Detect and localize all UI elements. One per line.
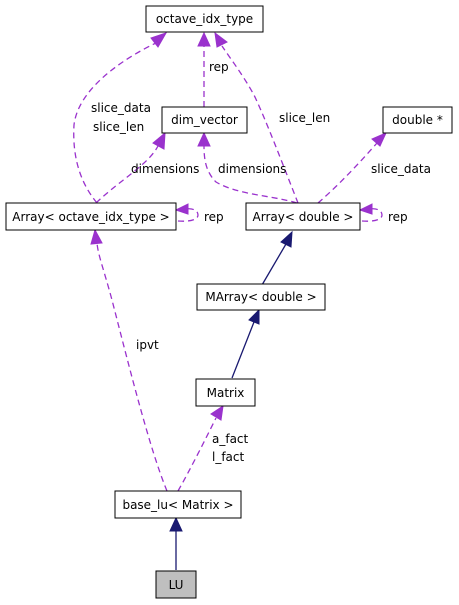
- edge-rep-self-idx: [177, 208, 199, 222]
- arrowhead: [169, 516, 183, 532]
- edge-ipvt: [96, 242, 168, 492]
- arrowhead: [358, 203, 373, 215]
- node-array-octave-idx-type[interactable]: Array< octave_idx_type >: [5, 202, 177, 231]
- arrowhead: [210, 404, 224, 421]
- arrowhead: [90, 228, 103, 245]
- arrowhead: [197, 131, 211, 147]
- node-label: dim_vector: [171, 113, 238, 127]
- node-label: LU: [169, 578, 184, 592]
- node-marray-double[interactable]: MArray< double >: [196, 283, 326, 311]
- node-label: Array< double >: [253, 210, 354, 224]
- node-array-double[interactable]: Array< double >: [245, 202, 361, 231]
- edge-inherit-matrix-marray: [231, 321, 255, 379]
- node-base-lu-matrix[interactable]: base_lu< Matrix >: [114, 490, 242, 519]
- edge-label-l-fact: l_fact: [212, 450, 245, 464]
- node-octave-idx-type[interactable]: octave_idx_type: [145, 5, 264, 33]
- edge-dimensions-double: [203, 145, 298, 204]
- edge-label-dimensions: dimensions: [131, 162, 199, 176]
- node-dim-vector[interactable]: dim_vector: [161, 106, 248, 134]
- edge-label-dimensions: dimensions: [218, 162, 286, 176]
- arrowhead: [280, 230, 293, 248]
- arrowhead: [152, 131, 166, 150]
- edge-rep-self-double: [361, 208, 383, 222]
- node-label: double *: [392, 113, 443, 127]
- node-lu[interactable]: LU: [155, 570, 197, 599]
- edge-label-ipvt: ipvt: [136, 338, 159, 352]
- edge-slice-data-double: [317, 142, 378, 204]
- edge-label-slice-len: slice_len: [279, 111, 330, 125]
- arrowhead: [150, 32, 168, 48]
- arrowhead: [174, 203, 189, 215]
- arrowhead: [248, 308, 260, 325]
- node-label: MArray< double >: [205, 290, 316, 304]
- edge-slice-data-idx: [73, 41, 159, 204]
- arrowhead: [214, 31, 228, 48]
- edge-inherit-marray-array: [261, 243, 287, 286]
- node-double-pointer[interactable]: double *: [382, 106, 453, 134]
- edge-label-a-fact: a_fact: [212, 432, 249, 446]
- edge-label-slice-data: slice_data: [371, 162, 431, 176]
- edge-label-slice-data: slice_data: [91, 101, 151, 115]
- edge-slice-len-double: [221, 45, 299, 204]
- edge-label-rep-self: rep: [388, 210, 408, 224]
- arrowhead: [371, 132, 387, 147]
- arrowhead: [197, 31, 211, 47]
- node-label: base_lu< Matrix >: [122, 498, 233, 512]
- edge-label-rep: rep: [209, 60, 229, 74]
- node-label: octave_idx_type: [156, 12, 253, 26]
- node-label: Matrix: [207, 386, 245, 400]
- edge-label-slice-len: slice_len: [93, 120, 144, 134]
- edge-label-rep-self: rep: [204, 210, 224, 224]
- edge-a-fact-l-fact: [177, 417, 217, 492]
- node-label: Array< octave_idx_type >: [12, 210, 169, 224]
- node-matrix[interactable]: Matrix: [195, 378, 256, 407]
